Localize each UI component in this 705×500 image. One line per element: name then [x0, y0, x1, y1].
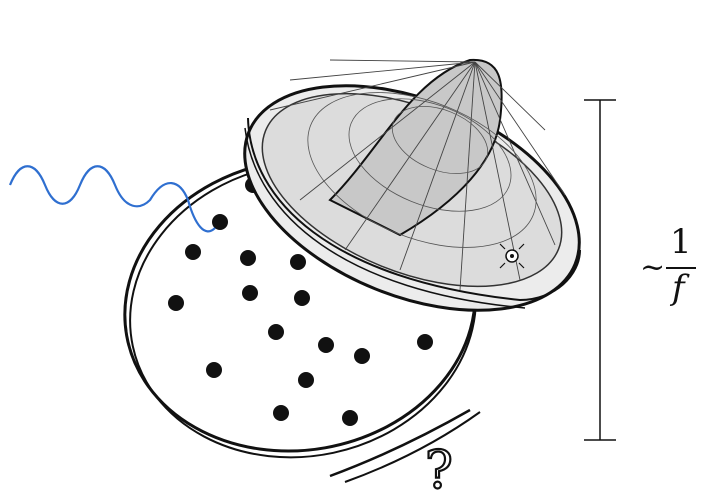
particle-dot [168, 295, 184, 311]
particle-dot [206, 362, 222, 378]
particle-dot [240, 250, 256, 266]
formula-tilde: ~ [640, 250, 665, 285]
formula-numerator: 1 [670, 222, 692, 262]
particle-dot [185, 244, 201, 260]
particle-dot [273, 405, 289, 421]
particle-dot [294, 290, 310, 306]
formula-denominator: f [672, 268, 685, 308]
particle-dot [290, 254, 306, 270]
particle-dot [268, 324, 284, 340]
particle-dot [242, 285, 258, 301]
question-mark-drawing: ? [425, 441, 453, 500]
incoming-wave [10, 166, 215, 231]
question-mark-glyph: ? [425, 441, 453, 500]
particle-dot [417, 334, 433, 350]
scale-formula: ~ 1 f [640, 232, 705, 322]
particle-dot [318, 337, 334, 353]
particle-dot [354, 348, 370, 364]
wireframe-shell [212, 41, 612, 355]
particle-dot [342, 410, 358, 426]
particle-dot [298, 372, 314, 388]
scale-bar [584, 100, 616, 440]
